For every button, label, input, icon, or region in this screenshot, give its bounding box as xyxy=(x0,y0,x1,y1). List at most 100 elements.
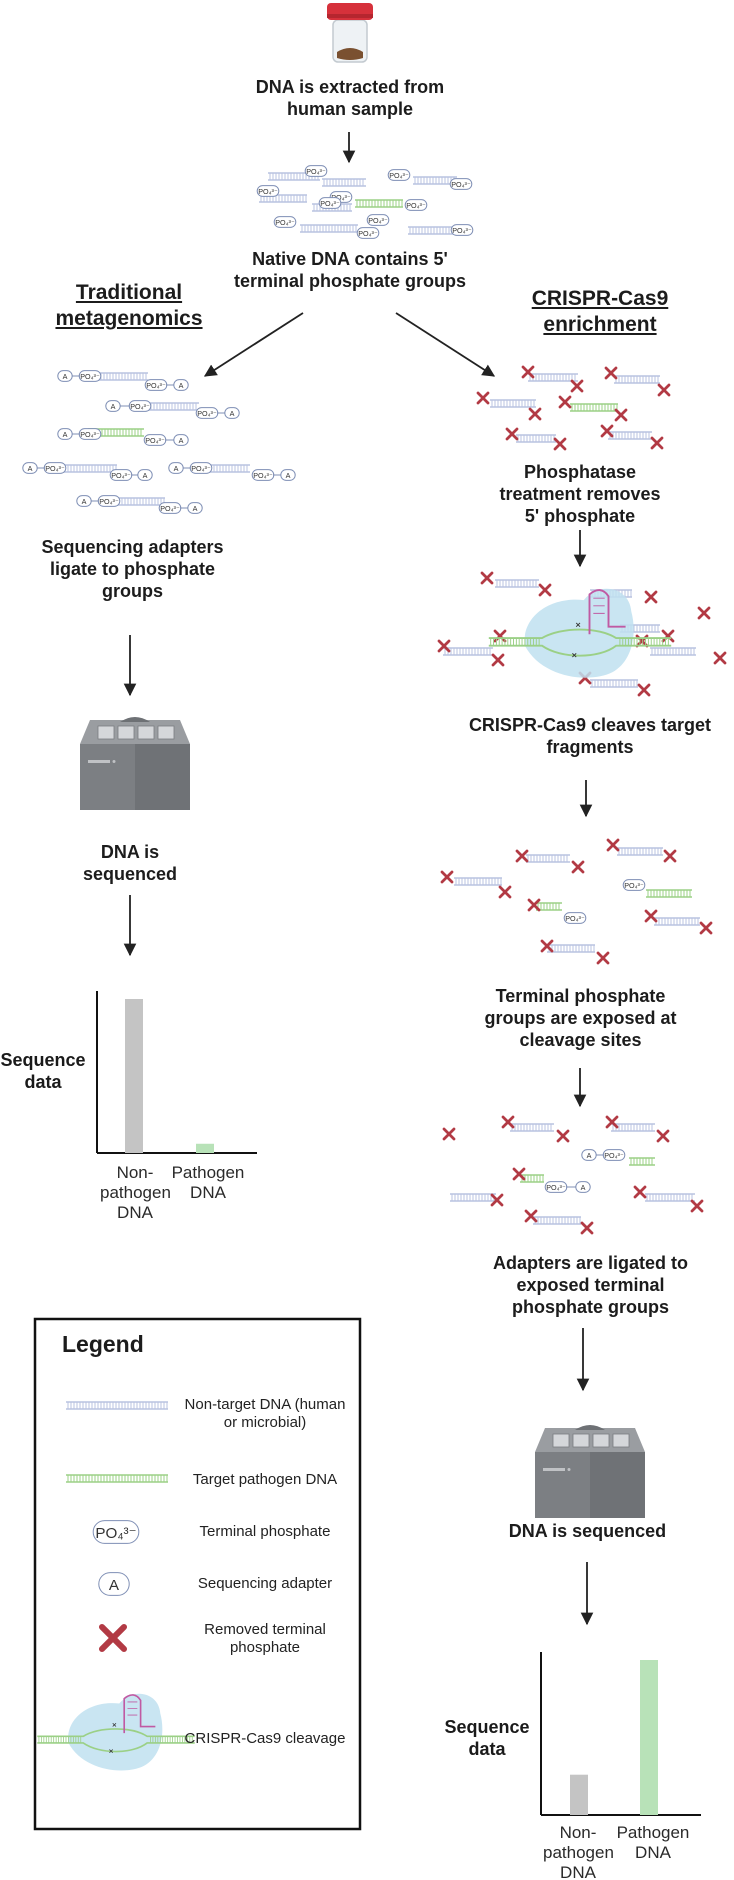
svg-text:PO₄³⁻: PO₄³⁻ xyxy=(253,471,273,480)
target-dna-fragment xyxy=(536,902,562,911)
sequencer-icon xyxy=(535,1425,645,1518)
chart-bar-pathogen xyxy=(640,1660,658,1815)
x-mark-icon xyxy=(570,379,584,393)
adapter-glyph: A xyxy=(22,462,38,474)
non-target-dna-fragment xyxy=(300,224,358,233)
adapter-glyph: A xyxy=(57,370,73,382)
non-target-dna-fragment xyxy=(617,847,663,856)
non-target-dna-fragment xyxy=(66,1401,168,1410)
phosphate-glyph: PO₄³⁻ xyxy=(97,495,121,507)
label-native-dna: Native DNA contains 5' terminal phosphat… xyxy=(233,249,467,291)
flow-arrows xyxy=(123,132,594,1626)
label-phosphate-exposed: Terminal phosphate groups are exposed at… xyxy=(484,986,677,1050)
non-target-dna-fragment xyxy=(413,176,457,185)
svg-text:PO₄³⁻: PO₄³⁻ xyxy=(565,914,585,923)
svg-text:PO₄³⁻: PO₄³⁻ xyxy=(389,171,409,180)
phosphate-glyph: PO₄³⁻ xyxy=(78,370,102,382)
non-target-dna-fragment xyxy=(614,375,660,384)
x-mark-icon xyxy=(614,408,628,422)
non-target-dna-fragment xyxy=(611,1123,655,1132)
x-mark-icon xyxy=(697,606,711,620)
chart-left-ylabel: Sequence data xyxy=(0,1050,86,1092)
non-target-dna-fragment xyxy=(533,1216,581,1225)
svg-text:PO₄³⁻: PO₄³⁻ xyxy=(331,193,351,202)
chart-left-tick-non-pathogen: Non-pathogen DNA xyxy=(100,1163,171,1222)
x-mark-icon xyxy=(604,366,618,380)
x-mark-icon xyxy=(528,407,542,421)
label-dna-extracted: DNA is extracted from human sample xyxy=(255,77,445,119)
adapter-glyph: A xyxy=(168,462,184,474)
adapter-glyph: A xyxy=(105,400,121,412)
x-mark-icon xyxy=(663,849,677,863)
x-mark-icon xyxy=(553,437,567,451)
sequencer-icons xyxy=(80,717,645,1518)
legend-text-non-target: Non-target DNA (human or microbial) xyxy=(184,1396,346,1431)
x-mark-icon xyxy=(440,870,454,884)
non-target-dna-fragment xyxy=(443,647,493,656)
phosphate-glyph: PO₄³⁻ xyxy=(273,216,297,228)
phosphate-glyph: PO₄³⁻ xyxy=(195,407,219,419)
adapter-glyph: A xyxy=(57,428,73,440)
non-target-dna-fragment xyxy=(143,402,199,411)
crispr-cas9-icon xyxy=(37,1693,195,1771)
target-dna-fragment xyxy=(629,1157,655,1166)
legend-text-adapter: Sequencing adapter xyxy=(197,1575,333,1592)
phosphate-glyph: PO₄³⁻ xyxy=(251,469,275,481)
svg-text:PO₄³⁻: PO₄³⁻ xyxy=(80,372,100,381)
chart-right-tick-pathogen: Pathogen DNA xyxy=(616,1823,690,1862)
target-dna-fragment xyxy=(355,199,403,208)
x-mark-icon xyxy=(476,391,490,405)
phosphate-glyph: PO₄³⁻ xyxy=(144,379,168,391)
svg-text:A: A xyxy=(28,464,33,473)
x-mark-icon xyxy=(556,1129,570,1143)
non-target-dna-fragment xyxy=(650,647,696,656)
x-mark-icon xyxy=(690,1199,704,1213)
non-target-dna-fragment xyxy=(510,1123,554,1132)
x-mark-icon xyxy=(600,424,614,438)
x-mark-icon xyxy=(515,849,529,863)
phosphate-glyph: PO₄³⁻ xyxy=(563,912,587,924)
x-mark-icon xyxy=(512,1167,526,1181)
target-dna-fragment xyxy=(66,1474,168,1483)
non-target-dna-fragment xyxy=(516,434,556,443)
non-target-dna-fragment xyxy=(408,226,456,235)
x-mark-icon xyxy=(491,653,505,667)
x-mark-icon xyxy=(490,1193,504,1207)
x-mark-icon xyxy=(505,427,519,441)
x-mark-icon xyxy=(580,1221,594,1235)
non-target-dna-fragment xyxy=(450,1193,496,1202)
x-mark-icon xyxy=(571,860,585,874)
svg-text:PO₄³⁻: PO₄³⁻ xyxy=(160,504,180,513)
label-phosphatase: Phosphatase treatment removes 5' phospha… xyxy=(499,462,661,526)
label-dna-sequenced-left: DNA is sequenced xyxy=(82,842,178,884)
x-mark-icon xyxy=(633,1185,647,1199)
phosphate-glyph: PO₄³⁻ xyxy=(109,469,133,481)
x-mark-icon xyxy=(498,885,512,899)
non-target-dna-fragment xyxy=(526,854,570,863)
bar-chart xyxy=(96,991,257,1154)
x-mark-icon xyxy=(538,583,552,597)
non-target-dna-fragment xyxy=(590,679,638,688)
adapter-glyph: A xyxy=(187,502,203,514)
svg-text:PO₄³⁻: PO₄³⁻ xyxy=(258,187,278,196)
phosphate-glyph: PO₄³⁻ xyxy=(304,165,328,177)
x-mark-icon xyxy=(501,1115,515,1129)
x-mark-icon xyxy=(650,436,664,450)
non-target-dna-fragment xyxy=(654,917,700,926)
adapter-glyph: A xyxy=(76,495,92,507)
bar-chart xyxy=(540,1652,701,1816)
x-mark-icon xyxy=(558,395,572,409)
svg-text:PO₄³⁻: PO₄³⁻ xyxy=(546,1183,566,1192)
x-mark-icon xyxy=(98,1623,128,1653)
svg-text:PO₄³⁻: PO₄³⁻ xyxy=(99,497,119,506)
phosphate-glyph: PO₄³⁻ xyxy=(622,879,646,891)
svg-text:PO₄³⁻: PO₄³⁻ xyxy=(191,464,211,473)
svg-text:PO₄³⁻: PO₄³⁻ xyxy=(130,402,150,411)
non-target-dna-fragment xyxy=(322,178,366,187)
phosphate-glyph: PO₄³⁻ xyxy=(189,462,213,474)
sequencer-icon xyxy=(80,717,190,810)
svg-text:PO₄³⁻: PO₄³⁻ xyxy=(111,471,131,480)
svg-text:PO₄³⁻: PO₄³⁻ xyxy=(80,430,100,439)
phosphate-glyph: PO₄³⁻ xyxy=(92,1520,140,1544)
x-mark-icon xyxy=(606,838,620,852)
